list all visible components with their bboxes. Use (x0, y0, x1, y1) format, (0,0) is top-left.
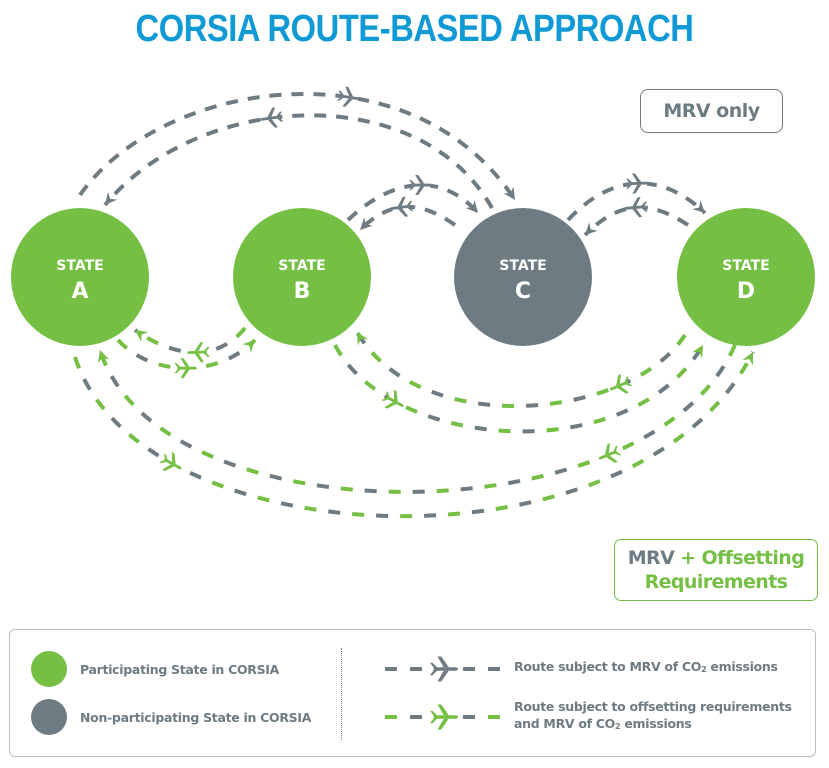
route-dashes-green (333, 343, 705, 434)
route-diagram: STATE A STATE B STATE C STATE D (11, 85, 815, 519)
plane-icon (430, 704, 459, 730)
route-offsetting-sub: 2 (615, 722, 621, 731)
route-dashes (103, 113, 494, 209)
page-title: CORSIA ROUTE-BASED APPROACH (135, 8, 694, 50)
state-d: STATE D (677, 208, 815, 346)
legend: Participating State in CORSIA Non-partic… (9, 629, 816, 757)
plane-icon (379, 386, 409, 416)
route-offsetting-line1: Route subject to offsetting requirements (514, 699, 792, 714)
requirements-text: Requirements (644, 571, 788, 593)
legend-non-participating: Non-participating State in CORSIA (31, 699, 311, 735)
route-offsetting-swatch (385, 704, 500, 730)
route-a-to-b (116, 335, 260, 379)
state-b-letter: B (294, 279, 311, 304)
state-b-circle (233, 208, 371, 346)
route-dashes (566, 181, 707, 222)
route-dashes (346, 183, 480, 222)
plane-icon (156, 449, 187, 478)
state-b: STATE B (233, 208, 371, 346)
plane-icon (430, 656, 459, 682)
route-b-to-a (131, 325, 247, 363)
mrv-text: MRV (627, 547, 675, 569)
non-participating-label: Non-participating State in CORSIA (80, 709, 312, 725)
routes-layer (73, 85, 759, 519)
route-d-to-a (94, 344, 737, 494)
route-a-to-d (73, 349, 759, 519)
state-d-letter: D (737, 279, 755, 304)
state-b-label: STATE (278, 258, 325, 274)
state-d-circle (677, 208, 815, 346)
route-c-to-b (355, 195, 457, 235)
arrowhead-icon (351, 328, 369, 346)
participating-label: Participating State in CORSIA (80, 661, 280, 677)
state-c: STATE C (454, 208, 592, 346)
route-dashes-green (73, 351, 755, 519)
arrowhead-icon (742, 349, 759, 366)
state-a: STATE A (11, 208, 149, 346)
mrv-offsetting-line1: MRV + Offsetting (628, 546, 805, 570)
route-c-to-d (566, 173, 710, 222)
state-d-label: STATE (722, 258, 769, 274)
non-participating-swatch (31, 699, 67, 735)
route-b-to-d (333, 341, 709, 434)
plane-icon (605, 371, 635, 399)
route-offsetting-label: Route subject to offsetting requirements… (514, 698, 792, 734)
state-c-letter: C (515, 279, 531, 304)
route-mrv-text: Route subject to MRV of CO (514, 659, 702, 674)
offsetting-text: + Offsetting (680, 547, 805, 569)
mrv-offsetting-callout: MRV + Offsetting Requirements (614, 539, 818, 601)
arrowhead-icon (580, 222, 598, 240)
route-offsetting-line2-text: and MRV of CO (514, 716, 616, 731)
legend-divider (341, 648, 342, 740)
state-a-label: STATE (56, 258, 103, 274)
state-a-letter: A (71, 279, 88, 304)
arrowhead-icon (131, 325, 149, 342)
route-dashes-gray (355, 330, 687, 409)
route-offsetting-line2: and MRV of CO2 emissions (514, 715, 792, 734)
arrowhead-icon (242, 335, 260, 353)
state-c-label: STATE (499, 258, 546, 274)
route-mrv-swatch (385, 656, 500, 682)
legend-participating: Participating State in CORSIA (31, 651, 279, 687)
arrowhead-icon (94, 348, 110, 364)
state-a-circle (11, 208, 149, 346)
route-d-to-c (580, 196, 690, 240)
route-mrv-suffix: emissions (706, 659, 778, 674)
route-d-to-b (351, 328, 687, 409)
route-dashes (78, 92, 517, 202)
route-c-to-a (100, 106, 494, 209)
route-b-to-c (346, 175, 483, 222)
plane-icon (594, 440, 624, 469)
route-a-to-c (78, 85, 521, 204)
route-dashes-gray (333, 343, 705, 434)
route-mrv-sub: 2 (701, 665, 707, 674)
participating-swatch (31, 651, 67, 687)
route-mrv-label: Route subject to MRV of CO2 emissions (514, 658, 778, 677)
route-offsetting-suffix: emissions (620, 716, 692, 731)
route-dashes-gray (98, 344, 737, 494)
arrowhead-icon (100, 191, 118, 209)
mrv-only-callout: MRV only (640, 89, 783, 133)
state-c-circle (454, 208, 592, 346)
route-dashes (583, 205, 690, 237)
